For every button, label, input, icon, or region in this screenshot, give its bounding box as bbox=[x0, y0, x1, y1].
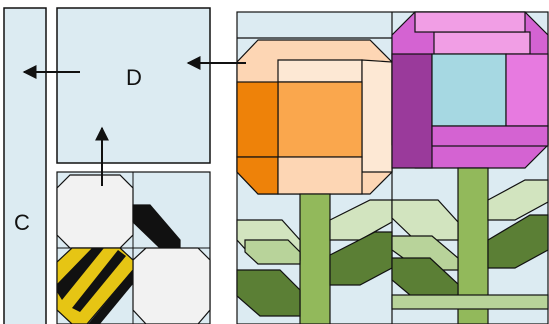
panel-d: D bbox=[57, 8, 210, 163]
peach-flower bbox=[237, 40, 392, 194]
peach-stem bbox=[300, 194, 330, 324]
strip-c-label: C bbox=[14, 210, 30, 235]
strip-c: C bbox=[4, 8, 46, 324]
bee-block bbox=[57, 172, 210, 324]
pink-flower bbox=[392, 12, 548, 168]
flower-quilt bbox=[237, 12, 548, 324]
panel-d-label: D bbox=[126, 65, 142, 90]
